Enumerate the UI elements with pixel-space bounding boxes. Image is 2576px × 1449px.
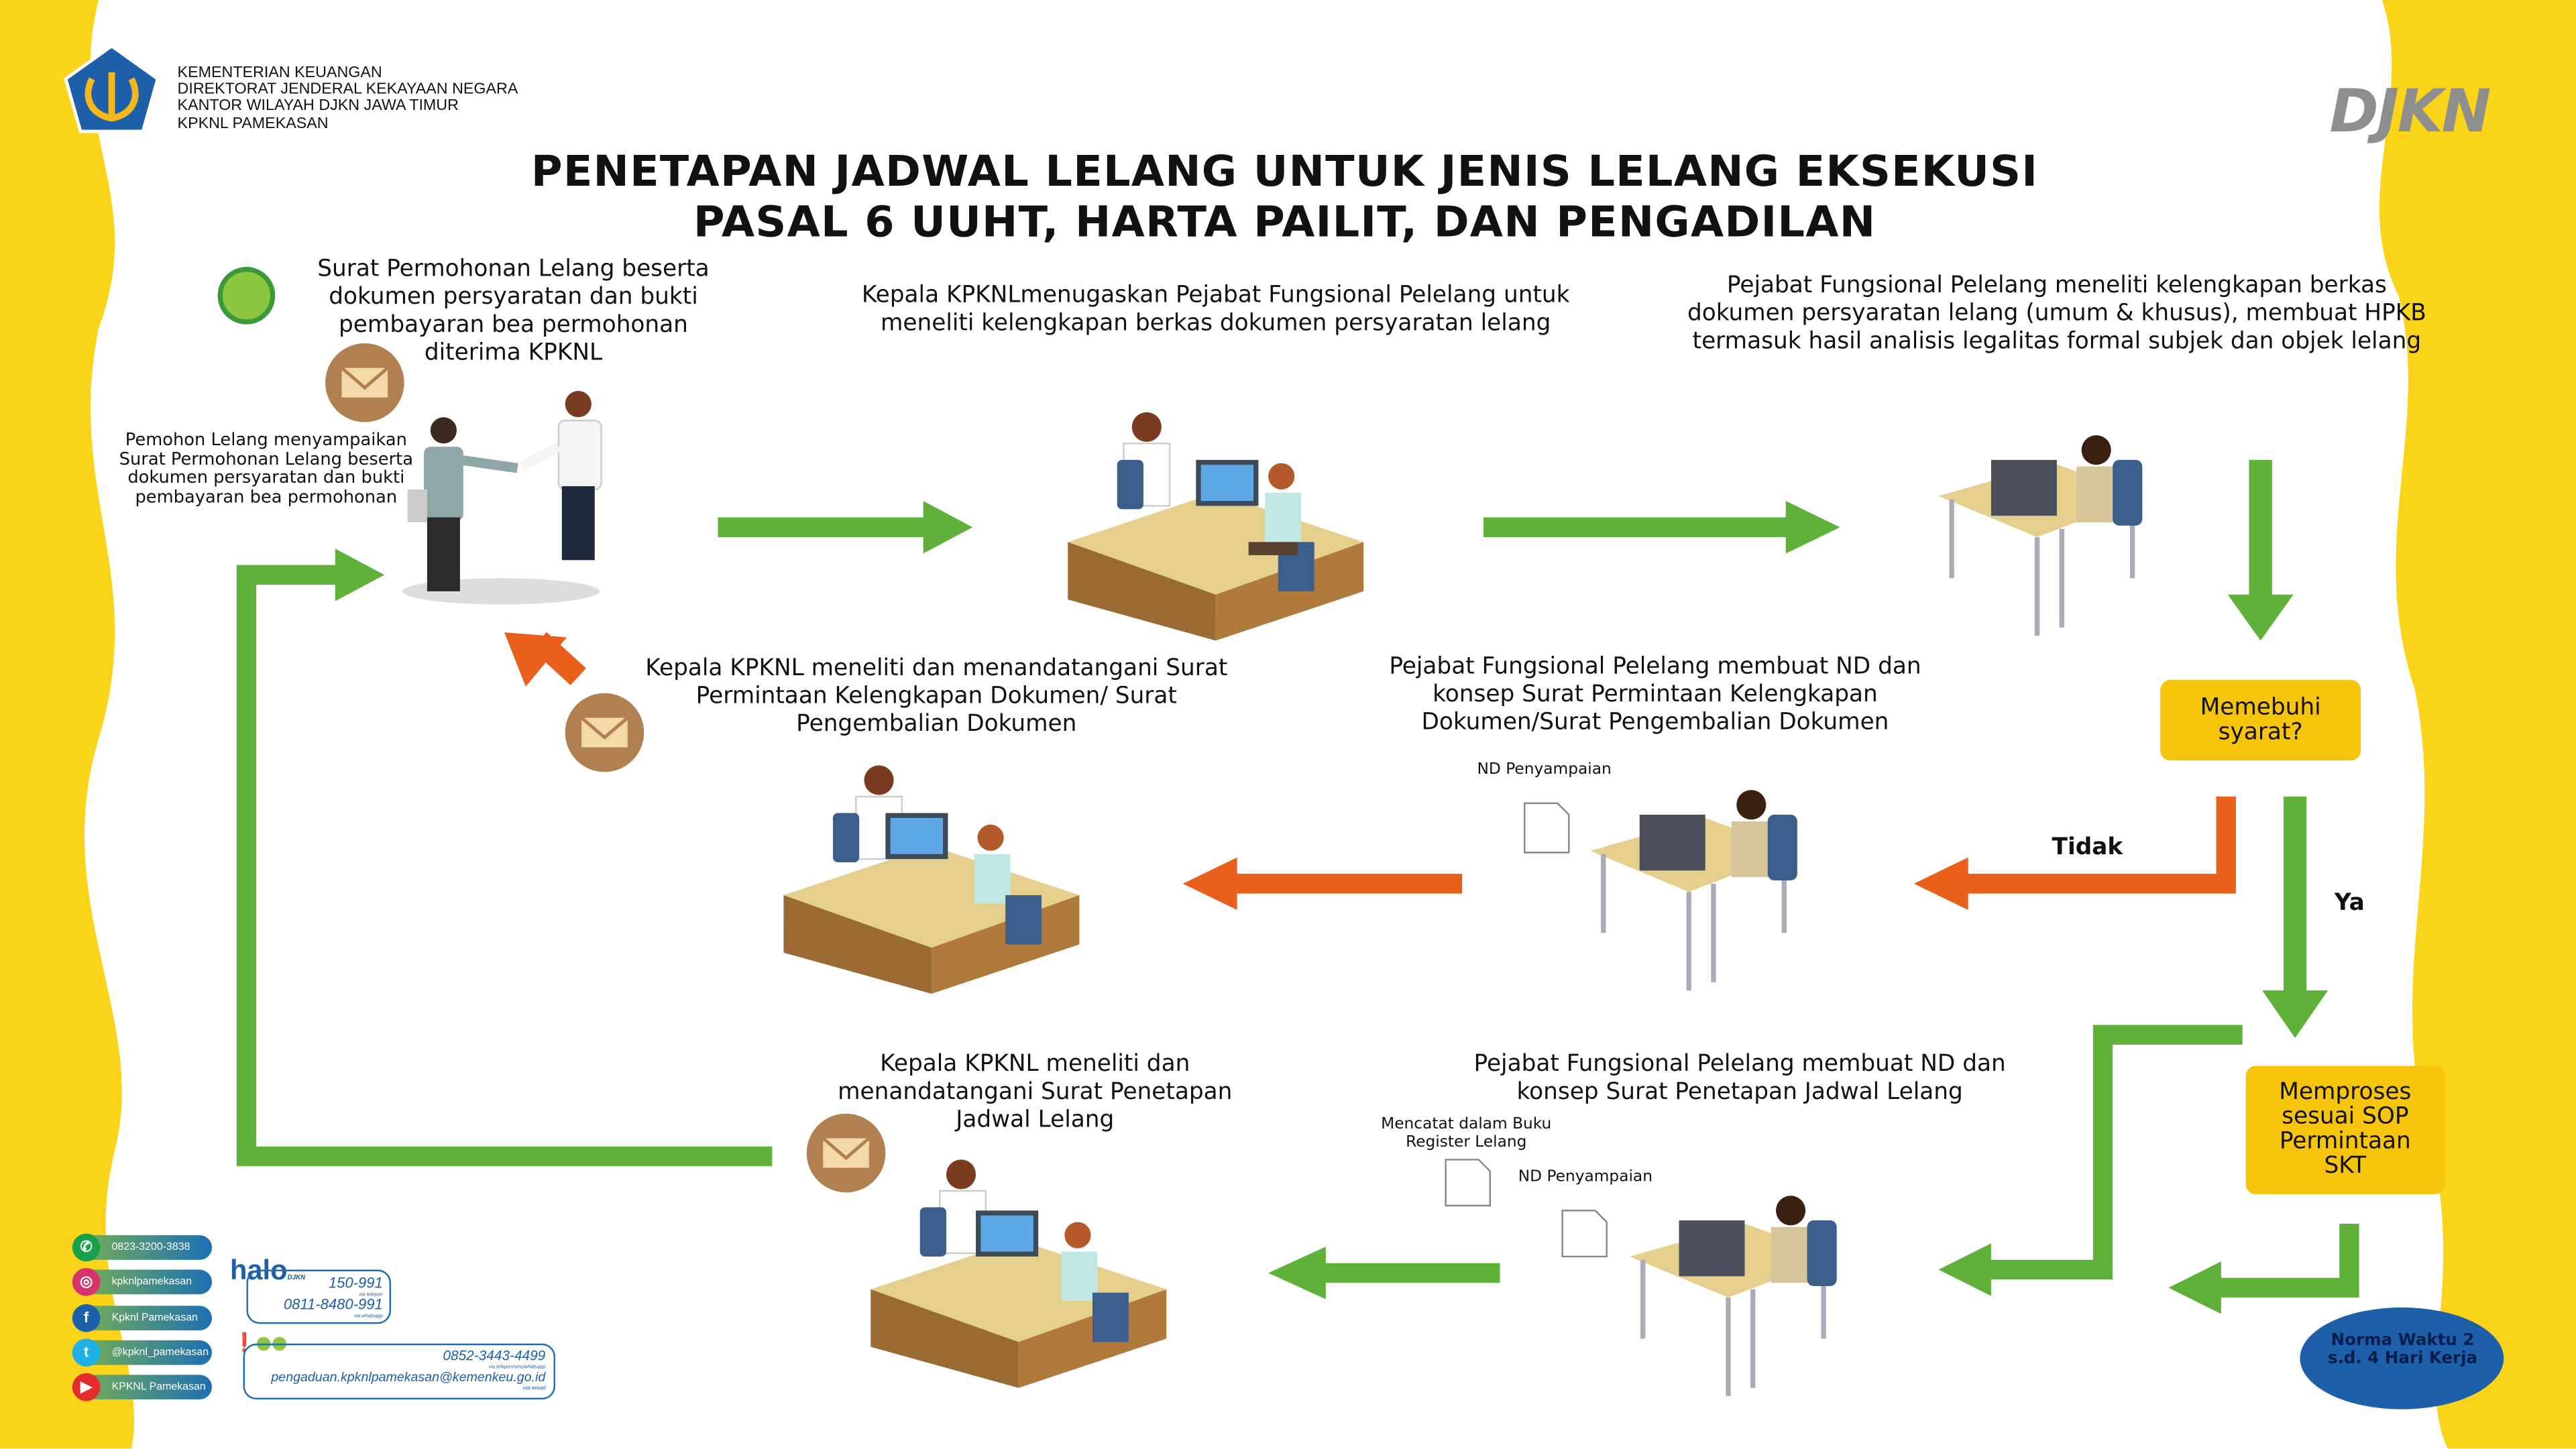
officer-desk-illustration [1590, 790, 1797, 991]
process-text: Memproses sesuai SOP Permintaan SKT [2279, 1079, 2412, 1179]
envelope-icon [806, 1113, 886, 1193]
whatsapp-contact[interactable]: ✆ 0823-3200-3838 [72, 1233, 212, 1262]
facebook-contact[interactable]: f Kpknl Pamekasan [72, 1303, 212, 1332]
halo-whatsapp-via: via whatsapp [353, 1312, 383, 1320]
step-5-text: Kepala KPKNL meneliti dan menandatangani… [645, 655, 1228, 738]
norma-waktu-badge [2300, 1307, 2504, 1409]
instagram-icon: ◎ [72, 1268, 101, 1296]
contact-label: kpknlpamekasan [111, 1276, 192, 1288]
contact-label: @kpknl_pamekasan [111, 1346, 209, 1358]
two-person-desk-illustration [1068, 412, 1364, 641]
contact-label: 0823-3200-3838 [111, 1241, 190, 1254]
no-label: Tidak [2052, 834, 2123, 861]
yes-label: Ya [2334, 890, 2365, 917]
officer-desk-illustration [1938, 435, 2144, 636]
handshake-illustration [402, 391, 602, 605]
halo-whatsapp[interactable]: 0811-8480-991 [283, 1295, 383, 1313]
youtube-icon: ▶ [72, 1373, 101, 1401]
document-icon [1561, 1210, 1608, 1258]
step-1-caption: Pemohon Lelang menyampaikan Surat Permoh… [119, 430, 413, 507]
decision-text: Memebuhi syarat? [2200, 693, 2321, 745]
step-6-doc-label-nd: ND Penyampaian [1518, 1167, 1653, 1186]
step-7-text: Kepala KPKNL meneliti dan menandatangani… [838, 1051, 1233, 1134]
org-line: KEMENTERIAN KEUANGAN [177, 64, 382, 82]
organization-header: KEMENTERIAN KEUANGAN DIREKTORAT JENDERAL… [177, 64, 518, 133]
org-line: KANTOR WILAYAH DJKN JAWA TIMUR [177, 97, 459, 116]
start-circle [217, 267, 276, 325]
page-title: PENETAPAN JADWAL LELANG UNTUK JENIS LELA… [329, 148, 2241, 249]
contact-label: KPKNL Pamekasan [111, 1381, 206, 1393]
document-icon [1445, 1159, 1492, 1207]
whatsapp-icon: ✆ [72, 1233, 101, 1262]
officer-desk-illustration [1630, 1196, 1837, 1397]
two-person-desk-illustration [871, 1159, 1167, 1388]
org-line: DIREKTORAT JENDERAL KEKAYAAN NEGARA [177, 80, 518, 99]
step-4-doc-label: ND Penyampaian [1477, 760, 1612, 779]
norma-waktu-text: Norma Waktu 2 s.d. 4 Hari Kerja [2328, 1332, 2478, 1368]
youtube-contact[interactable]: ▶ KPKNL Pamekasan [72, 1373, 212, 1401]
office-illustrations [783, 412, 2144, 1397]
flow-arrows [236, 459, 2359, 1314]
step-4-text: Pejabat Fungsional Pelelang membuat ND d… [1389, 653, 1921, 736]
complaint-box: 0852-3443-4499 via telepon/sms/whatsapp … [243, 1343, 555, 1400]
ministry-logo [64, 44, 160, 133]
envelope-icon [565, 693, 645, 772]
halo-phone-via: via telepon [359, 1291, 383, 1298]
complaint-email[interactable]: pengaduan.kpknlpamekasan@kemenkeu.go.id [271, 1369, 546, 1385]
twitter-contact[interactable]: t @kpknl_pamekasan [72, 1338, 212, 1367]
two-person-desk-illustration [783, 765, 1080, 994]
envelope-icon [325, 343, 404, 422]
process-box: Memproses sesuai SOP Permintaan SKT [2245, 1065, 2445, 1194]
instagram-contact[interactable]: ◎ kpknlpamekasan [72, 1268, 212, 1296]
complaint-phone-via: via telepon/sms/whatsapp [488, 1363, 546, 1370]
step-2-text: Kepala KPKNLmenugaskan Pejabat Fungsiona… [861, 282, 1570, 337]
complaint-icon: ❗●● [233, 1332, 288, 1354]
document-icon [1524, 802, 1570, 854]
step-6-text: Pejabat Fungsional Pelelang membuat ND d… [1473, 1051, 2006, 1106]
complaint-email-via: via email [522, 1385, 546, 1391]
title-line-1: PENETAPAN JADWAL LELANG UNTUK JENIS LELA… [530, 148, 2039, 197]
halo-djkn-box: 150-991 via telepon 0811-8480-991 via wh… [246, 1269, 392, 1324]
decision-box: Memebuhi syarat? [2160, 680, 2361, 761]
step-3-text: Pejabat Fungsional Pelelang meneliti kel… [1687, 272, 2426, 355]
facebook-icon: f [72, 1303, 101, 1332]
djkn-logo: DJKN [2329, 78, 2491, 147]
twitter-icon: t [72, 1338, 101, 1367]
contact-label: Kpknl Pamekasan [111, 1312, 198, 1324]
complaint-phone[interactable]: 0852-3443-4499 [443, 1346, 546, 1364]
step-6-doc-label-register: Mencatat dalam Buku Register Lelang [1381, 1115, 1552, 1152]
halo-phone[interactable]: 150-991 [328, 1274, 383, 1291]
org-line: KPKNL PAMEKASAN [177, 114, 329, 133]
step-1-text: Surat Permohonan Lelang beserta dokumen … [317, 256, 710, 367]
title-line-2: PASAL 6 UUHT, HARTA PAILIT, DAN PENGADIL… [693, 198, 1877, 248]
